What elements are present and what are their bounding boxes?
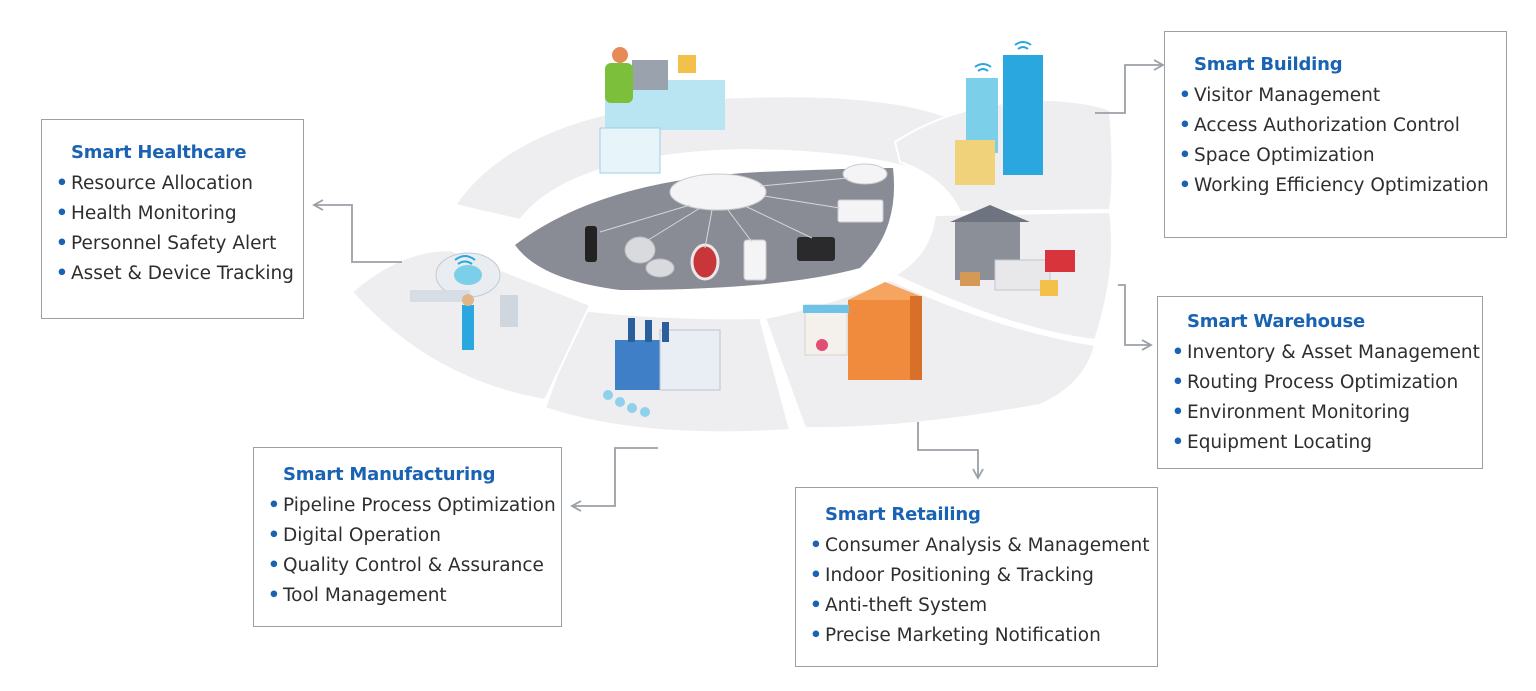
beacon-puck-icon: [624, 236, 656, 264]
list-item: Routing Process Optimization: [1172, 368, 1482, 398]
list-item: Quality Control & Assurance: [268, 551, 561, 581]
office-buildings-icon: [955, 41, 1043, 185]
hub: [515, 163, 895, 290]
box-retailing: Smart Retailing Consumer Analysis & Mana…: [795, 487, 1158, 667]
box-title: Smart Healthcare: [71, 142, 247, 163]
list-item: Pipeline Process Optimization: [268, 491, 561, 521]
list-item: Environment Monitoring: [1172, 398, 1482, 428]
list-item: Personnel Safety Alert: [56, 229, 303, 259]
card-beacon-icon: [743, 239, 767, 281]
alarm-button-icon: [690, 243, 720, 281]
factory-icon: [603, 318, 721, 417]
box-building: Smart Building Visitor Management Access…: [1164, 31, 1507, 238]
box-title: Smart Manufacturing: [283, 464, 496, 485]
tag-icon: [797, 237, 835, 261]
list-item: Indoor Positioning & Tracking: [810, 561, 1157, 591]
list-item: Access Authorization Control: [1179, 111, 1506, 141]
gateway-icon: [669, 173, 767, 211]
box-title: Smart Retailing: [825, 504, 981, 525]
reception-desk-icon: [599, 47, 725, 174]
list-item: Inventory & Asset Management: [1172, 338, 1482, 368]
sensor-beacon-icon: [842, 163, 888, 185]
box-manufacturing: Smart Manufacturing Pipeline Process Opt…: [253, 447, 562, 627]
arrow-building: [1095, 59, 1165, 114]
box-title: Smart Warehouse: [1187, 311, 1365, 332]
mri-scanner-icon: [410, 252, 518, 350]
box-healthcare: Smart Healthcare Resource Allocation Hea…: [41, 119, 304, 319]
hub-links: [599, 177, 849, 249]
list-item: Anti-theft System: [810, 591, 1157, 621]
warehouse-trucks-icon: [950, 205, 1075, 296]
list-item: Space Optimization: [1179, 141, 1506, 171]
list-item: Equipment Locating: [1172, 428, 1482, 458]
list-item: Precise Marketing Notification: [810, 621, 1157, 651]
list-item: Digital Operation: [268, 521, 561, 551]
connectors: [312, 59, 1165, 512]
storefront-icon: [803, 282, 922, 380]
beacon-puck-icon-2: [645, 258, 675, 278]
list-item: Visitor Management: [1179, 81, 1506, 111]
box-title: Smart Building: [1194, 54, 1343, 75]
arrow-retailing: [917, 422, 984, 480]
list-item: Asset & Device Tracking: [56, 259, 303, 289]
list-item: Health Monitoring: [56, 199, 303, 229]
signal-node-icon: [837, 199, 884, 223]
list-item: Resource Allocation: [56, 169, 303, 199]
list-item: Consumer Analysis & Management: [810, 531, 1157, 561]
wristband-icon: [585, 226, 597, 262]
arrow-healthcare: [312, 199, 402, 263]
box-warehouse: Smart Warehouse Inventory & Asset Manage…: [1157, 296, 1483, 469]
arrow-manufacturing: [570, 447, 658, 512]
list-item: Tool Management: [268, 581, 561, 611]
arrow-warehouse: [1118, 284, 1153, 351]
list-item: Working Efficiency Optimization: [1179, 171, 1506, 201]
